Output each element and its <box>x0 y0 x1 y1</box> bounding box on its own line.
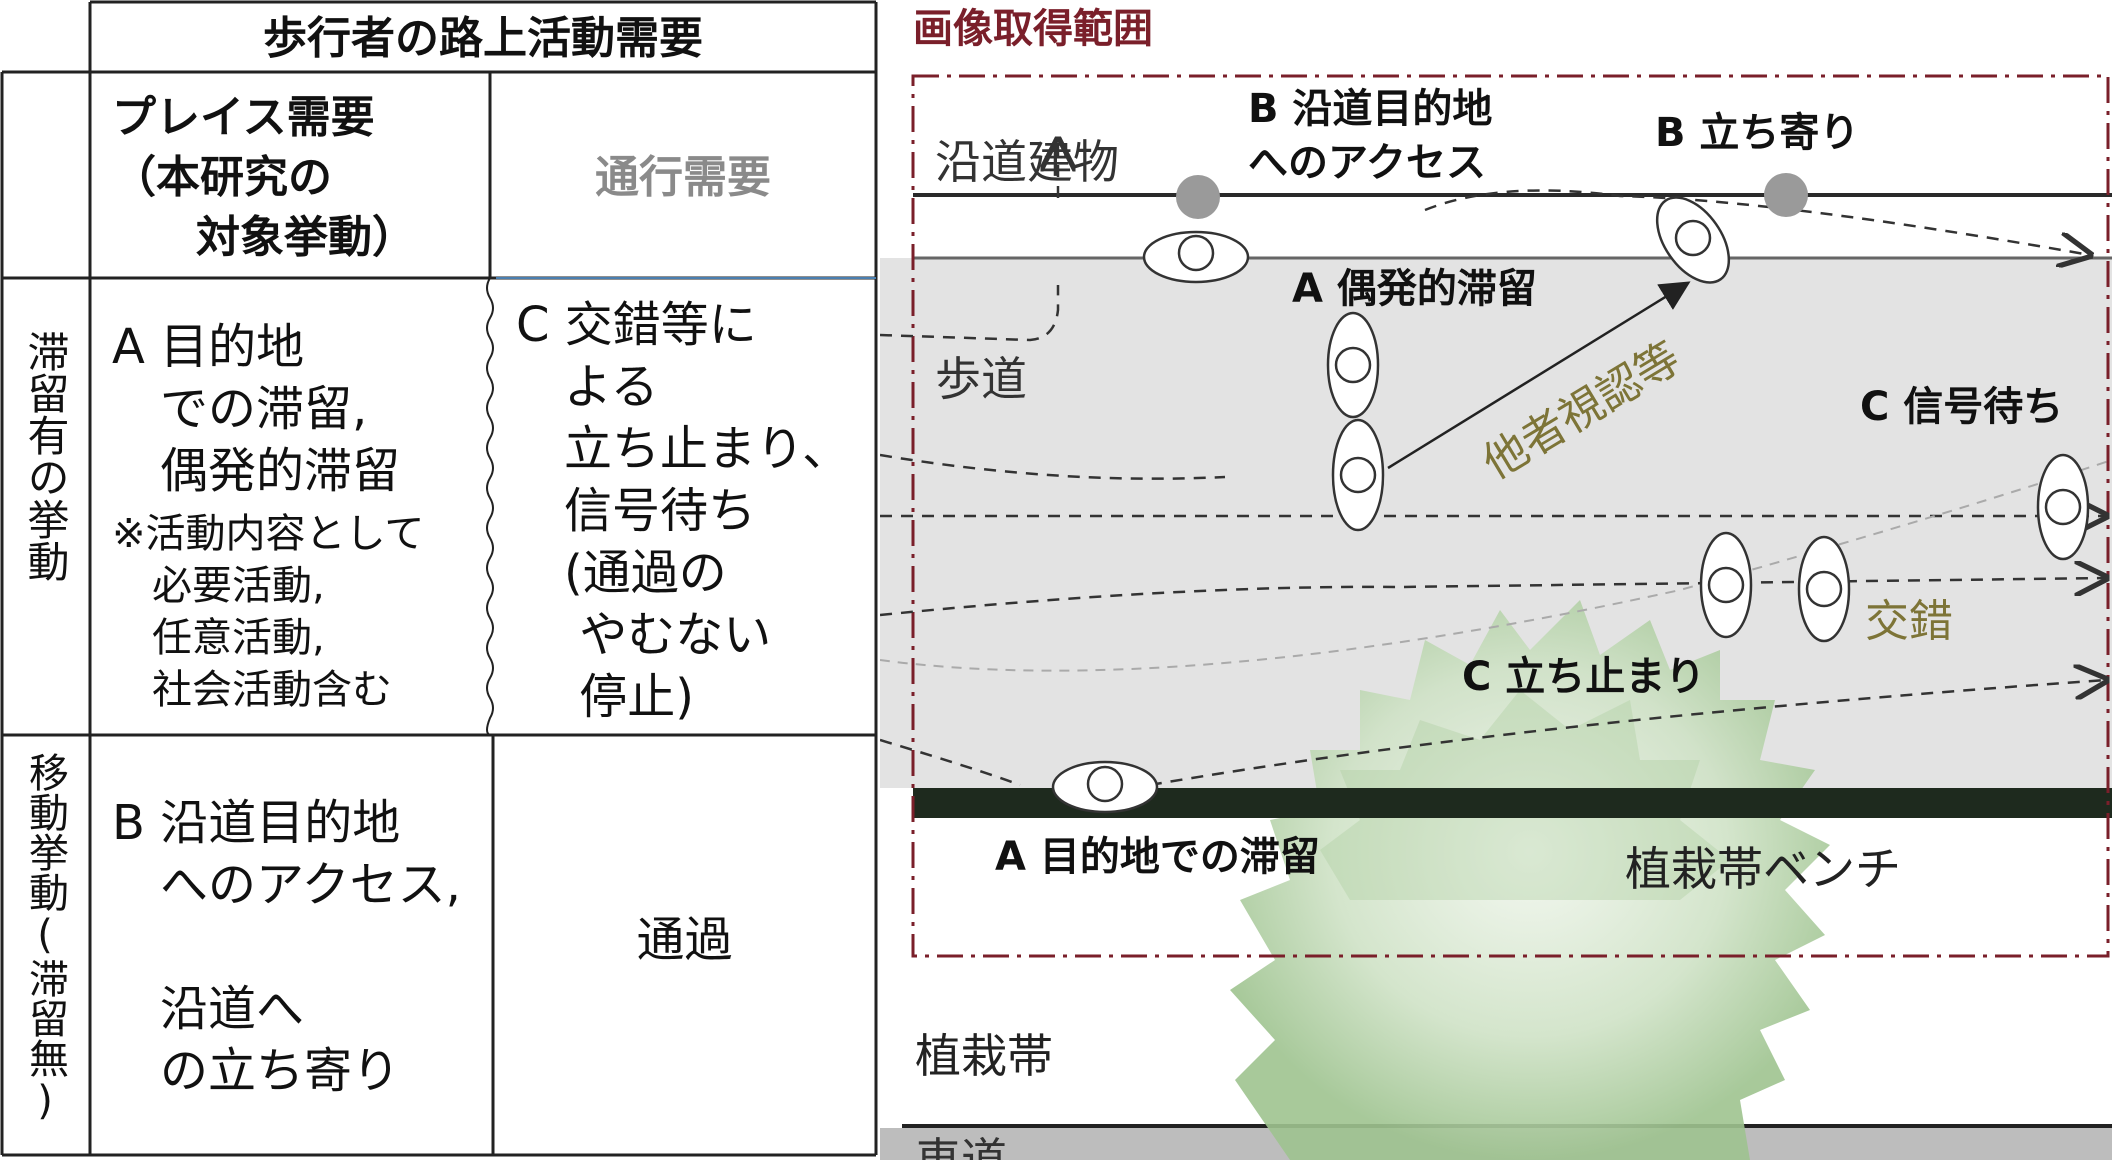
cell-a-line-1: A 目的地 <box>112 319 305 375</box>
planting-strip-label: 植栽帯 <box>915 1029 1053 1083</box>
pedestrian-destination <box>1051 760 1159 814</box>
cell-a-line-3: 偶発的滞留 <box>112 443 401 499</box>
crossing-label: 交錯 <box>1865 596 1953 647</box>
trajectory-c-stop <box>879 578 2106 617</box>
column-place-demand: プレイス需要 （本研究の 対象挙動） <box>112 88 416 268</box>
cell-b-line-3 <box>112 916 461 978</box>
roadside-building-label: 沿道建物 <box>935 135 1119 189</box>
cell-b-line-2: へのアクセス, <box>112 857 461 913</box>
c-signal-label: C 信号待ち <box>1860 384 2063 430</box>
note-line-1: ※活動内容として <box>112 511 425 557</box>
trajectory-a-destination-out <box>1149 680 2106 787</box>
street-diagram-svg: 画像取得範囲 沿道建物 歩道 植栽帯 車道 B 沿道目的地 へのアクセス B 立… <box>879 6 2112 1164</box>
pedestrian-stopby <box>1655 196 1731 284</box>
trajectory-a-incidental <box>879 453 1226 480</box>
note-line-2: 必要活動, <box>112 563 325 609</box>
cell-b-line-5: の立ち寄り <box>112 1043 401 1099</box>
trajectory-b-stopby <box>1424 189 2090 255</box>
row-stay-behavior: 滞留有の挙動 <box>21 330 70 582</box>
cell-c-line-7: 停止) <box>516 669 694 725</box>
pedestrian-at-building <box>1142 230 1250 284</box>
place-demand-line-1: プレイス需要 <box>112 92 375 143</box>
cell-a-note: ※活動内容として 必要活動, 任意活動, 社会活動含む <box>112 508 424 716</box>
cell-a-stay: A 目的地 での滞留, 偶発的滞留 <box>112 316 400 502</box>
c-stop-label: C 立ち止まり <box>1462 654 1705 700</box>
trajectory-crossing <box>879 459 2112 672</box>
cell-b-access: B 沿道目的地 へのアクセス, 沿道へ の立ち寄り <box>112 792 461 1102</box>
place-demand-line-2: （本研究の <box>112 152 332 203</box>
roadway-label: 車道 <box>915 1133 1007 1160</box>
sidewalk-label: 歩道 <box>935 352 1027 406</box>
sight-arrow <box>1387 281 1691 470</box>
building-access-point-b <box>1176 175 1220 219</box>
cell-c-line-3: 立ち止まり、 <box>516 421 851 477</box>
column-passage-demand: 通行需要 <box>595 152 771 203</box>
bench-label: 植栽帯ベンチ <box>1625 842 1901 896</box>
cell-c-line-4: 信号待ち <box>516 483 757 539</box>
pedestrian-incidental-2 <box>1331 418 1385 532</box>
trajectory-a-destination-in <box>879 738 1021 787</box>
cell-passage: 通過 <box>636 912 733 968</box>
pedestrian-stop-1 <box>1699 531 1753 639</box>
cell-b-line-1: B 沿道目的地 <box>112 795 401 851</box>
cell-b-line-4: 沿道へ <box>112 981 305 1037</box>
table-grid <box>0 0 878 1157</box>
b-access-label-2: へのアクセス <box>1248 140 1486 186</box>
pedestrian-stop-2 <box>1797 535 1851 643</box>
activity-demand-table: 歩行者の路上活動需要 プレイス需要 （本研究の 対象挙動） 通行需要 滞留有の挙… <box>0 0 880 1160</box>
stopby-point-b <box>1764 173 1808 217</box>
cell-c-stop: C 交錯等に よる 立ち止まり、 信号待ち (通過の やむない 停止) <box>516 294 850 728</box>
image-range-label: 画像取得範囲 <box>913 6 1153 52</box>
cell-a-line-2: での滞留, <box>112 381 368 437</box>
street-diagram: 画像取得範囲 沿道建物 歩道 植栽帯 車道 B 沿道目的地 へのアクセス B 立… <box>879 0 2112 1164</box>
table-header: 歩行者の路上活動需要 <box>263 13 703 64</box>
cell-c-line-2: よる <box>516 359 659 415</box>
cell-c-line-1: C 交錯等に <box>516 297 757 353</box>
b-stopby-label: B 立ち寄り <box>1655 110 1859 156</box>
row-movement-behavior: 移動挙動(滞留無) <box>22 752 68 1124</box>
a-incidental-label: A 偶発的滞留 <box>1292 266 1537 312</box>
a-destination-label: A 目的地での滞留 <box>995 834 1320 880</box>
trajectory-entering-building <box>879 285 1060 342</box>
note-line-3: 任意活動, <box>112 615 325 661</box>
pedestrian-incidental-1 <box>1326 311 1380 419</box>
cell-c-line-5: (通過の <box>516 545 727 601</box>
b-access-label-1: B 沿道目的地 <box>1248 86 1492 132</box>
place-demand-line-3: 対象挙動） <box>152 212 416 263</box>
pedestrian-signal-wait <box>2036 453 2090 561</box>
cell-c-line-6: やむない <box>516 607 772 663</box>
note-line-4: 社会活動含む <box>112 667 392 713</box>
